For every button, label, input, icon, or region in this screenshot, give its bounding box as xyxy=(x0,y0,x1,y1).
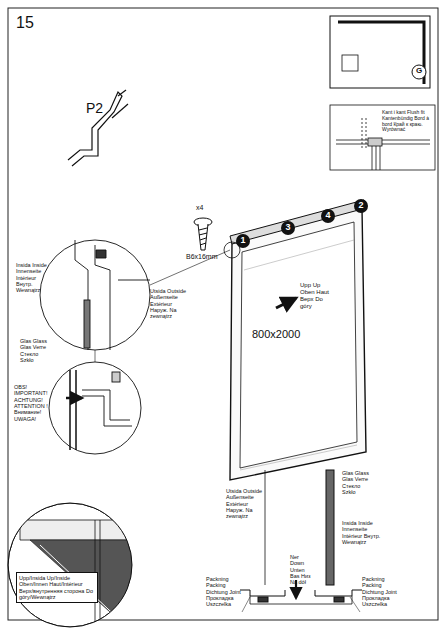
orientation-box: Upp/Insida Up/Inside Oben/Innen Haut/Int… xyxy=(16,572,98,603)
callout-number: 4 xyxy=(323,210,333,220)
quantity: x4 xyxy=(196,204,216,212)
material-label: Glas Glass Glas Verre Стекло Szkło xyxy=(342,470,372,495)
gasket-label: Packning Packing Dichtung Joint Прокладк… xyxy=(206,576,244,608)
side-label: Utsida Outside Außenseite Extérieur Нару… xyxy=(226,488,266,520)
node-text: Upp/Insida Up/Inside Oben/Innen Haut/Int… xyxy=(19,575,95,600)
plan-view xyxy=(330,16,430,88)
direction-note: Ner Down Unten Bas Низ Na dół xyxy=(290,554,312,586)
screw-size: B6x16mm xyxy=(186,253,230,261)
profile-p2 xyxy=(68,90,128,166)
flush-detail xyxy=(330,105,435,170)
gasket-label: Packning Packing Dichtung Joint Прокладк… xyxy=(362,576,400,608)
step-number: 15 xyxy=(16,14,46,32)
side-label: Utsida Outside Außenseite Extérieur Нару… xyxy=(150,288,190,320)
material-label: Glas Glass Glas Verre Стекло Szkło xyxy=(20,338,48,363)
dimension: 800x2000 xyxy=(252,328,312,341)
plan-marker: G xyxy=(414,66,424,75)
side-label: Insida Inside Innenseite Intérieur Внутр… xyxy=(16,262,52,294)
flush-fit-box: Kant i kant Flush fit Kantenbündig Bord … xyxy=(380,108,434,135)
node-text: Kant i kant Flush fit Kantenbündig Bord … xyxy=(382,110,434,133)
up-arrow xyxy=(276,298,296,308)
direction-note: Upp Up Oben Haut Верх Do góry xyxy=(300,282,330,310)
detail-circle-bottom xyxy=(49,362,141,454)
warning-note: OBS! IMPORTANT! ACHTUNG! ATTENTION ! Вни… xyxy=(14,384,56,422)
side-label: Insida Inside Innenseite Intérieur Внутр… xyxy=(342,520,382,545)
part-name: P2 xyxy=(86,100,116,116)
callout-number: 3 xyxy=(283,222,293,232)
callout-circles xyxy=(236,199,368,248)
callout-number: 1 xyxy=(238,235,248,245)
callout-number: 2 xyxy=(356,200,366,210)
glass-panel xyxy=(230,200,366,480)
detail-circle-top xyxy=(40,240,150,350)
detail-circle-corner xyxy=(8,503,140,630)
screw xyxy=(194,218,212,250)
